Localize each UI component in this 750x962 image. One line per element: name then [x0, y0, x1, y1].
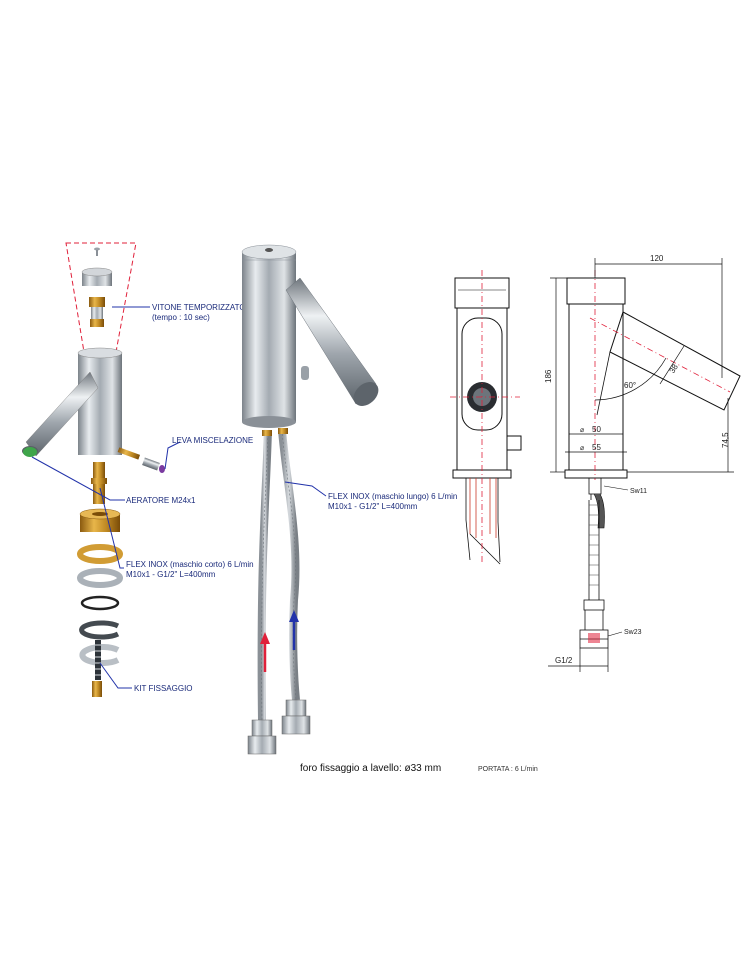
- assembled-view: FLEX INOX (maschio lungo) 6 L/min M10x1 …: [241, 244, 457, 755]
- callout-aeratore-label: AERATORE M24x1: [126, 496, 196, 505]
- callout-vitone-sublabel: (tempo : 10 sec): [152, 313, 210, 322]
- assembled-hose-hot: [257, 429, 272, 721]
- flow-rate-caption: PORTATA : 6 L/min: [478, 766, 538, 773]
- exploded-body-icon: [22, 347, 123, 457]
- hot-water-arrow-icon: [260, 632, 270, 672]
- callout-leader-leva: [164, 441, 181, 470]
- callout-vitone-label: VITONE TEMPORIZZATO: [152, 303, 246, 312]
- cold-water-arrow-icon: [289, 610, 299, 650]
- exploded-mixing-lever-icon: [117, 447, 165, 473]
- hose-nut-left-icon: [247, 719, 277, 755]
- exploded-steel-washer-icon: [77, 568, 123, 588]
- mounting-hole-caption: foro fissaggio a lavello: ø33 mm: [300, 763, 441, 774]
- exploded-view: VITONE TEMPORIZZATO (tempo : 10 sec) LEV…: [22, 242, 254, 697]
- dim-wrench-top: Sw11: [630, 488, 647, 495]
- exploded-aerator-icon: [23, 447, 37, 457]
- exploded-nipple-icon: [91, 462, 107, 504]
- callout-leader-flex-corto: [99, 487, 124, 569]
- dim-diameter-base-symbol: ⌀: [580, 445, 584, 452]
- callout-flex-lungo-sublabel: M10x1 - G1/2" L=400mm: [328, 502, 418, 511]
- callout-flex-corto-sublabel: M10x1 - G1/2" L=400mm: [126, 570, 216, 579]
- dim-spout-diameter: 38: [668, 362, 681, 375]
- dim-angle: 60°: [624, 381, 636, 390]
- dim-wrench-bottom: Sw23: [624, 629, 642, 636]
- callout-flex-corto-label: FLEX INOX (maschio corto) 6 L/min: [126, 560, 254, 569]
- callout-kit-label: KIT FISSAGGIO: [134, 684, 193, 693]
- callout-flex-lungo-label: FLEX INOX (maschio lungo) 6 L/min: [328, 492, 457, 501]
- assembled-faucet-icon: [241, 244, 379, 428]
- dim-diameter-top-symbol: ⌀: [580, 427, 584, 434]
- assembled-hose-cold: [278, 428, 300, 701]
- dim-body-diameter-base: 55: [592, 443, 601, 452]
- callout-leader-flex-lungo: [284, 481, 327, 497]
- callout-leva-label: LEVA MISCELAZIONE: [172, 436, 253, 445]
- callout-leader-kit: [99, 662, 132, 689]
- hose-nut-right-icon: [281, 699, 311, 735]
- exploded-brass-nut-icon: [79, 508, 121, 532]
- exploded-horseshoe-washer-icon: [79, 620, 120, 640]
- dim-body-diameter-top: 50: [592, 425, 601, 434]
- dim-spout-height: 74,5: [721, 432, 730, 448]
- dim-width: 120: [650, 254, 664, 263]
- exploded-timer-cartridge-icon: [89, 297, 105, 327]
- side-elevation: [450, 270, 522, 565]
- dim-thread: G1/2: [555, 656, 573, 665]
- exploded-oring-icon: [80, 595, 120, 611]
- exploded-bolt-icon: [92, 681, 102, 697]
- exploded-screw-icon: [94, 247, 100, 256]
- front-elevation: 120 186 74,5 60° 38 ⌀ 50 ⌀ 55 Sw11: [544, 254, 741, 672]
- exploded-cap-icon: [81, 267, 113, 286]
- callout-leader-aeratore: [31, 456, 125, 501]
- dim-height: 186: [544, 369, 553, 383]
- exploded-clamp-icon: [79, 640, 120, 680]
- exploded-brass-washer-icon: [77, 544, 123, 564]
